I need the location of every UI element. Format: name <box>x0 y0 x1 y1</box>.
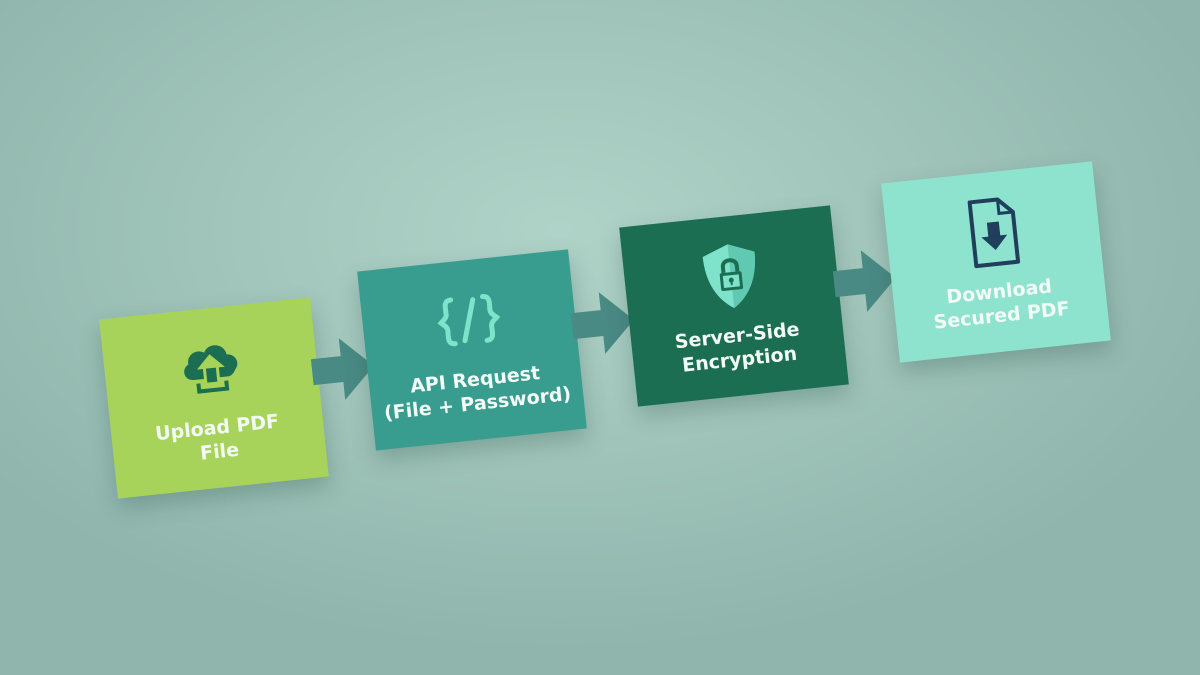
code-braces-icon <box>429 281 508 360</box>
arrow-right-icon <box>831 247 899 315</box>
file-download-icon <box>953 193 1032 272</box>
cloud-upload-icon <box>171 329 250 408</box>
shield-lock-icon <box>691 237 770 316</box>
step-download-secured-pdf: Download Secured PDF <box>881 161 1111 363</box>
step-api-request: API Request (File + Password) <box>357 249 587 451</box>
arrow-right-icon <box>309 335 377 403</box>
step-upload-pdf: Upload PDF File <box>99 297 329 499</box>
step-label-line2: File <box>199 438 241 465</box>
arrow-right-icon <box>569 289 637 357</box>
step-server-side-encryption: Server-Side Encryption <box>619 205 849 407</box>
